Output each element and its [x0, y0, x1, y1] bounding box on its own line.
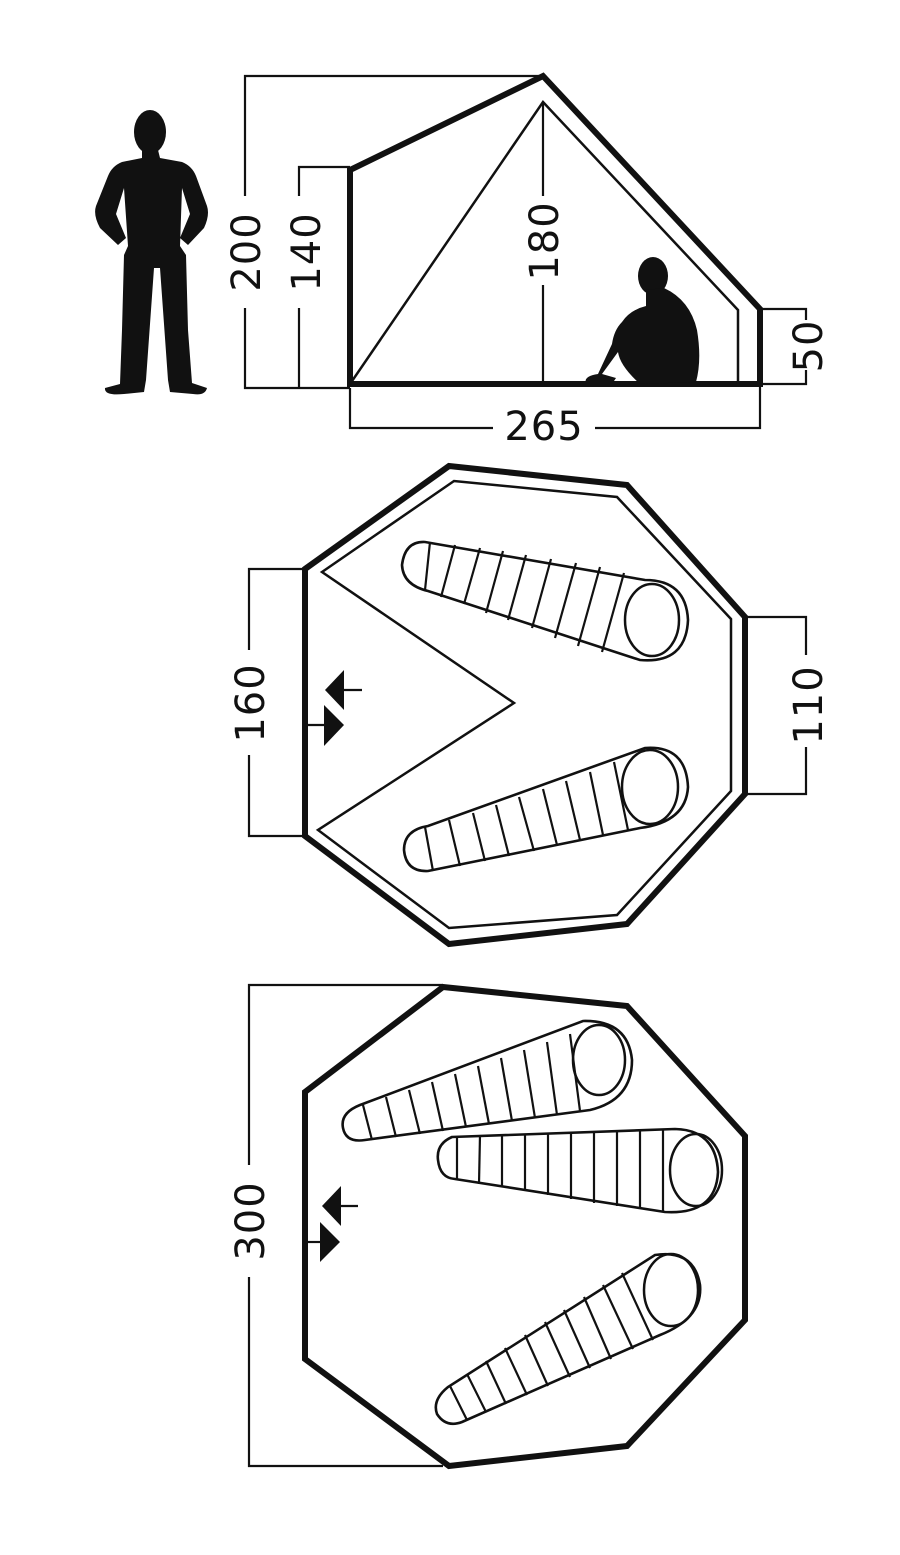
door-entrance-arrows-icon [305, 1186, 358, 1262]
dim-265-label: 265 [504, 404, 583, 450]
dim-200-label: 200 [224, 212, 270, 291]
sleeping-bag [436, 1127, 724, 1214]
dim-50-line [760, 307, 808, 386]
dim-140-label: 140 [284, 212, 330, 291]
dim-180-label: 180 [522, 201, 568, 280]
tent-outer-floor [302, 983, 748, 1470]
dim-300-label: 300 [228, 1181, 274, 1260]
sleeping-bag [402, 746, 690, 873]
dim-265-line [348, 384, 762, 430]
dim-110-label: 110 [786, 665, 832, 744]
dim-300-line [247, 983, 443, 1468]
dim-200-line [243, 74, 543, 390]
tent-outer-outline [347, 72, 763, 387]
side-view: 200 140 180 50 265 [95, 72, 832, 450]
tent-inner-outline [348, 100, 740, 385]
dim-140-line [297, 165, 350, 388]
sitting-person-icon [585, 257, 700, 384]
tent-outer-floor [302, 462, 748, 948]
sleeping-bag [400, 540, 690, 662]
sleeping-bag [341, 1019, 634, 1142]
door-entrance-arrows-icon [305, 670, 362, 746]
dim-160-label: 160 [228, 663, 274, 742]
dim-160-line [247, 567, 305, 838]
tent-inner-floor [315, 479, 733, 930]
floor-plan-three-person: 300 [228, 983, 748, 1470]
dim-110-line [745, 615, 808, 796]
floor-plan-two-person: 160 110 [228, 462, 832, 948]
dim-50-label: 50 [786, 320, 832, 373]
standing-person-icon [95, 110, 208, 395]
sleeping-bag [434, 1252, 702, 1426]
